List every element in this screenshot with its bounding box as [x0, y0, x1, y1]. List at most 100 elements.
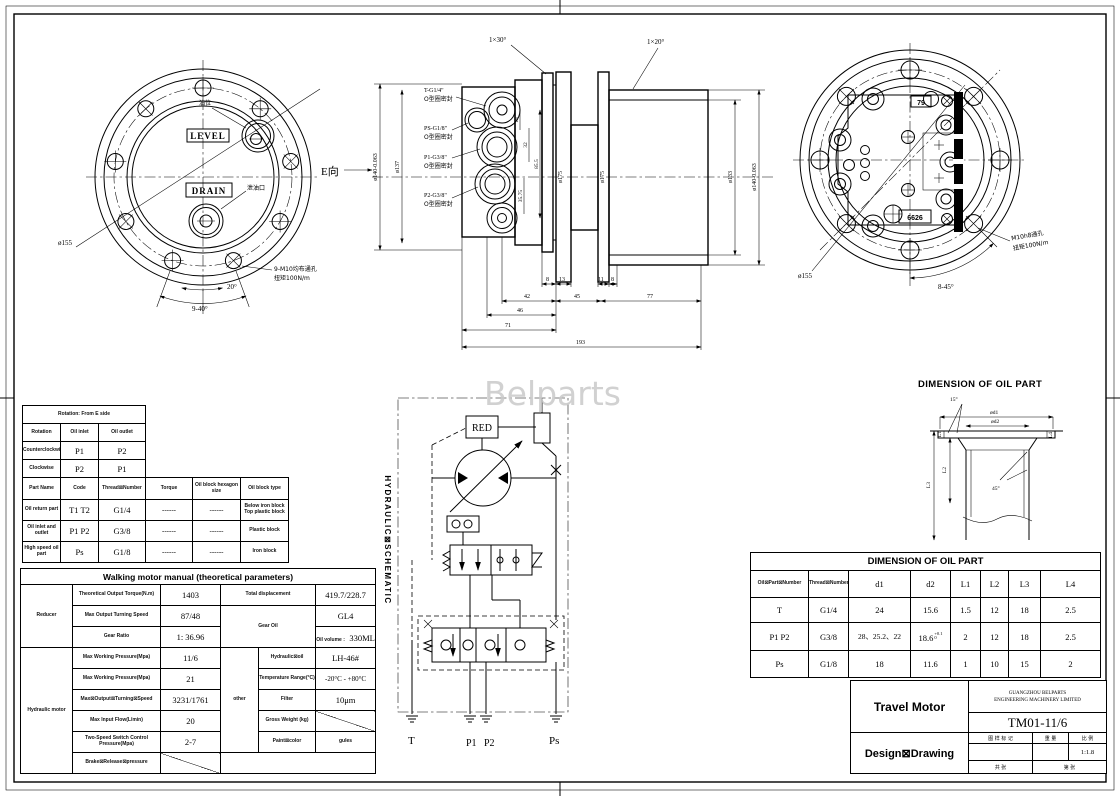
- table-row: Max Output Turning Speed 87/48 Gear Oil …: [21, 605, 377, 648]
- oil-detail-l2: L2: [942, 467, 948, 473]
- dim-18: 18: [514, 117, 520, 123]
- oil-part-detail: DIMENSION OF OIL PART 15° ød1 ød2 L1 L4 …: [918, 379, 1063, 541]
- dim-193: 193: [576, 340, 585, 346]
- schematic-port-p1: P1: [466, 738, 477, 749]
- table-row: High speed oil part Ps G1/8 ------ -----…: [22, 541, 289, 563]
- drain-label-box: [185, 182, 233, 198]
- mark-top-label: 79: [917, 100, 925, 107]
- oil-dim-title: DIMENSION OF OIL PART: [749, 552, 1102, 571]
- table-row: Reducer Theoretical Output Torque(N.m) 1…: [20, 584, 377, 648]
- table-row: Max Working Pressure(Mpa) 21 Temperature…: [21, 668, 377, 690]
- col-torque: Torque: [145, 477, 193, 500]
- dim-45: 45: [574, 294, 580, 300]
- bolt-holes: [104, 77, 300, 272]
- col-part-name: Part Name: [22, 477, 61, 500]
- empty-slash-cell: [160, 752, 221, 774]
- dim-dia140-right: ø140-0.063: [752, 163, 758, 191]
- schematic-title: HYDRAULIC⊠SCHEMATIC: [383, 475, 392, 604]
- dim-13: 13: [559, 277, 565, 283]
- level-label-box: [186, 128, 230, 143]
- scale-label: 比 例: [1068, 732, 1107, 744]
- table-row: Two-Speed Switch Control Pressure(Mpa) 2…: [21, 731, 377, 753]
- dim-8b: 8: [611, 277, 614, 283]
- col-code: Code: [60, 477, 99, 500]
- oil-detail-l3: L3: [926, 482, 932, 488]
- col-l3: L3: [1008, 570, 1041, 598]
- left-holes-note-1: 9-M10均布通孔: [274, 265, 317, 273]
- col-block-type: Oil block type: [240, 477, 289, 500]
- port-ps-seal: O型圈密封: [424, 133, 453, 141]
- dim-dia140-left: ø140-0.063: [373, 153, 379, 181]
- dim-dia175-a: ø175: [558, 171, 564, 183]
- angle-9-40-label: 9-40°: [192, 305, 208, 313]
- col-d2: d2: [910, 570, 951, 598]
- chamfer-20-label: 1×20°: [647, 38, 664, 46]
- e-direction-label: E向: [321, 164, 339, 178]
- col-thread: Thread⊠Number: [98, 477, 146, 500]
- dim-35-75: 35.75: [518, 190, 524, 203]
- col-hex: Oil block hexagon size: [192, 477, 241, 500]
- weight-label: 重 量: [1032, 732, 1069, 744]
- reducer-group-label: Reducer: [20, 584, 73, 648]
- oil-detail-l4: L4: [1048, 432, 1054, 438]
- oil-detail-angle45: 45°: [992, 485, 1000, 492]
- drain-label: DRAIN: [192, 186, 227, 196]
- port-t-label: T-G1/4": [424, 88, 444, 94]
- col-rotation: Rotation: [22, 423, 61, 442]
- dim-77: 77: [647, 294, 653, 300]
- table-row: T G1/4 24 15.6 1.5 12 18 2.5: [750, 597, 1102, 623]
- table-row: Hydraulic motor Max Working Pressure(Mpa…: [20, 647, 377, 774]
- table-row: Ps G1/8 18 11.6 1 10 15 2: [750, 650, 1102, 678]
- schematic-port-p2: P2: [484, 738, 495, 749]
- model-number: TM01-11/6: [968, 712, 1107, 733]
- design-drawing-label: Design⊠Drawing: [850, 732, 969, 774]
- reducer-red-label: RED: [472, 423, 492, 434]
- drain-port-cn-label: 泄油口: [247, 184, 265, 192]
- walking-motor-table: Walking motor manual (theoretical parame…: [19, 568, 377, 774]
- hydraulic-schematic: HYDRAULIC⊠SCHEMATIC RED: [383, 397, 569, 749]
- dim-dia137: ø137: [395, 161, 401, 173]
- col-oil-outlet: Oil outlet: [97, 423, 147, 442]
- table-row: Brake⊠Release⊠pressure: [21, 752, 377, 774]
- dim-11: 11: [598, 277, 604, 283]
- chamfer-30-label: 1×30°: [489, 36, 506, 44]
- oil-detail-angle15: 15°: [950, 396, 958, 403]
- dim-dia133: ø133: [728, 171, 734, 183]
- sheet-total: 共 张: [968, 760, 1033, 774]
- col-oil-inlet: Oil inlet: [60, 423, 99, 442]
- port-p2-seal: O型圈密封: [424, 200, 453, 208]
- port-p2-label: P2-G3/8": [424, 193, 447, 199]
- col-oil-part-number: Oil⊠Part⊠Number: [750, 570, 809, 598]
- dim-8a: 8: [546, 277, 549, 283]
- drain-port: [188, 203, 224, 239]
- product-title: Travel Motor: [850, 680, 969, 733]
- sheet-no: 第 张: [1032, 760, 1107, 774]
- mark-label: 图 样 标 记: [968, 732, 1033, 744]
- right-dia-label: ø155: [798, 272, 813, 280]
- ground-symbols: [406, 715, 562, 723]
- angle-8-45-label: 8-45°: [938, 283, 954, 291]
- port-table: Part Name Code Thread⊠Number Torque Oil …: [22, 477, 289, 563]
- col-thread-number: Thread⊠Number: [808, 570, 849, 598]
- empty-slash-cell: [314, 710, 377, 732]
- oil-detail-l1: L1: [937, 431, 943, 437]
- angle-20-label: 20°: [227, 283, 237, 291]
- table-row: Oil inlet and outlet P1 P2 G3/8 ------ -…: [22, 520, 289, 542]
- port-t-seal: O型圈密封: [424, 95, 453, 103]
- hydraulic-motor-group-label: Hydraulic motor: [20, 647, 73, 774]
- left-dia-label: ø155: [58, 239, 73, 247]
- schematic-port-t: T: [408, 735, 415, 747]
- mark-bottom-label: 6626: [907, 215, 923, 222]
- other-group-label: other: [220, 647, 259, 753]
- table-row: Max Input Flow(L/min) 20 Gross Weight (k…: [21, 710, 377, 732]
- port-ps-label: PS-G1/8": [424, 126, 448, 132]
- front-flange-view: LEVEL 油位 DRAIN 泄油口 ø155 E向 20° 9-40° 9-M…: [58, 60, 373, 314]
- table-row: Max⊠Output⊠Turning⊠Speed 3231/1761 Filte…: [21, 689, 377, 711]
- rear-mechanism: [828, 87, 964, 238]
- level-port: [241, 119, 275, 153]
- dim-32: 32: [523, 142, 529, 148]
